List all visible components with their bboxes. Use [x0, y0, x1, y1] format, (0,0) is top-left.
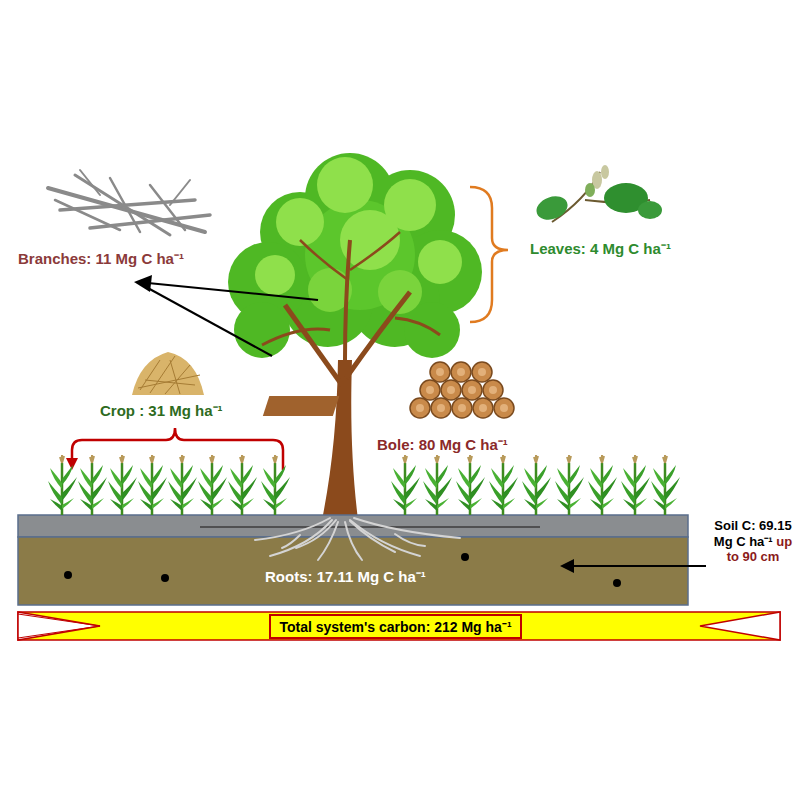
branch-arrows — [134, 275, 318, 356]
tree-trunk — [262, 232, 440, 520]
branch-pile — [48, 170, 210, 235]
total-carbon-box: Total system's carbon: 212 Mg ha⁻¹ — [269, 614, 522, 639]
tree-canopy — [228, 153, 482, 358]
branches-label: Branches: 11 Mg C ha⁻¹ — [18, 250, 184, 267]
roots-label: Roots: 17.11 Mg C ha⁻¹ — [265, 568, 426, 585]
log-pile — [263, 362, 514, 418]
bole-label: Bole: 80 Mg C ha⁻¹ — [377, 436, 508, 453]
soil-label-group: Soil C: 69.15 Mg C ha⁻¹ up to 90 cm — [711, 518, 795, 565]
crop-label: Crop : 31 Mg ha⁻¹ — [100, 402, 223, 419]
tree-roots — [255, 518, 460, 560]
maize-row — [48, 455, 680, 515]
leaf-sprig — [533, 165, 662, 224]
soil-arrow — [560, 559, 706, 573]
leaves-label: Leaves: 4 Mg C ha⁻¹ — [530, 240, 671, 257]
crop-bracket — [66, 428, 283, 470]
straw-pile — [132, 352, 204, 395]
box-text: Total system's carbon: 212 Mg ha⁻¹ — [279, 617, 511, 636]
total-band — [18, 612, 780, 640]
ground — [18, 515, 688, 605]
